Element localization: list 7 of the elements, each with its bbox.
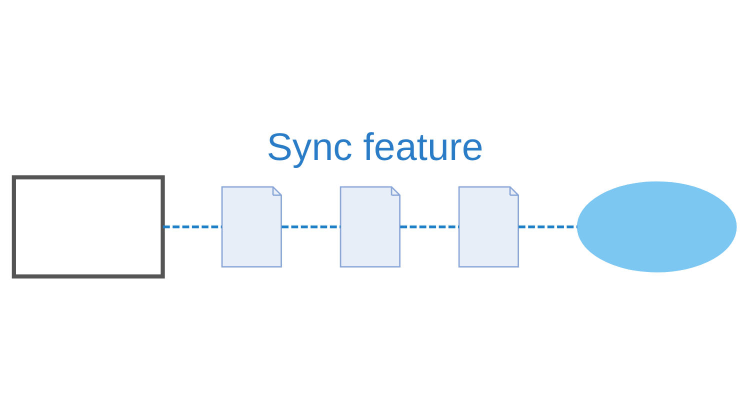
connector — [518, 226, 578, 228]
diagram-title: Sync feature — [266, 126, 484, 169]
connector — [282, 226, 340, 228]
connector — [162, 226, 222, 228]
node-box — [12, 175, 165, 279]
connector — [400, 226, 460, 228]
node-cloud — [576, 181, 737, 272]
